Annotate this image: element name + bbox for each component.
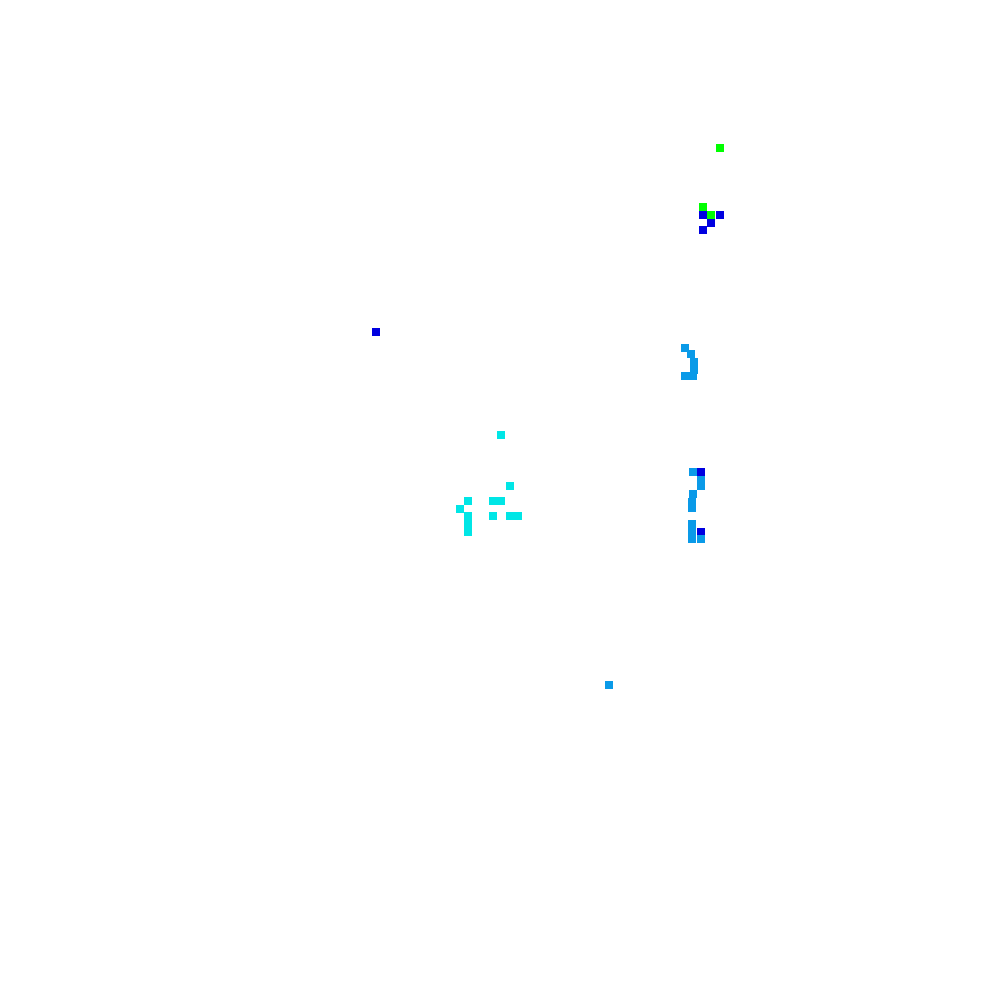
pixel-sky <box>697 476 705 484</box>
pixel-cyan <box>514 512 522 520</box>
pixel-sky <box>690 366 698 374</box>
pixel-sky <box>688 520 696 528</box>
pixel-green <box>716 144 724 152</box>
pixel-sky <box>688 535 696 543</box>
pixel-sky <box>688 528 696 536</box>
pixel-cyan <box>464 497 472 505</box>
pixel-cyan <box>464 512 472 520</box>
pixel-blue <box>699 211 707 219</box>
pixel-cyan <box>456 505 464 513</box>
pixel-blue <box>716 211 724 219</box>
pixel-cyan <box>489 512 497 520</box>
pixel-blue <box>707 219 715 227</box>
pixel-blue <box>699 226 707 234</box>
pixel-sky <box>689 372 697 380</box>
pixel-sky <box>689 490 697 498</box>
pixel-cyan <box>497 431 505 439</box>
pixel-sky <box>697 535 705 543</box>
pixel-sky <box>605 681 613 689</box>
pixel-green <box>707 211 715 219</box>
pixel-sky <box>688 498 696 506</box>
pixel-sky <box>681 344 689 352</box>
pixel-sky <box>681 372 689 380</box>
pixel-blue <box>697 528 705 536</box>
pixel-sky <box>689 468 697 476</box>
pixel-cyan <box>489 497 497 505</box>
pixel-sky <box>687 350 695 358</box>
pixel-green <box>699 203 707 211</box>
pixel-cyan <box>506 482 514 490</box>
pixel-cyan <box>464 528 472 536</box>
pixel-sky <box>690 358 698 366</box>
pixel-cyan <box>497 497 505 505</box>
pixel-blue <box>697 468 705 476</box>
pixel-sky <box>688 504 696 512</box>
pixel-sky <box>697 482 705 490</box>
pixel-cyan <box>506 512 514 520</box>
pixel-cyan <box>464 520 472 528</box>
pixel-blue <box>372 328 380 336</box>
